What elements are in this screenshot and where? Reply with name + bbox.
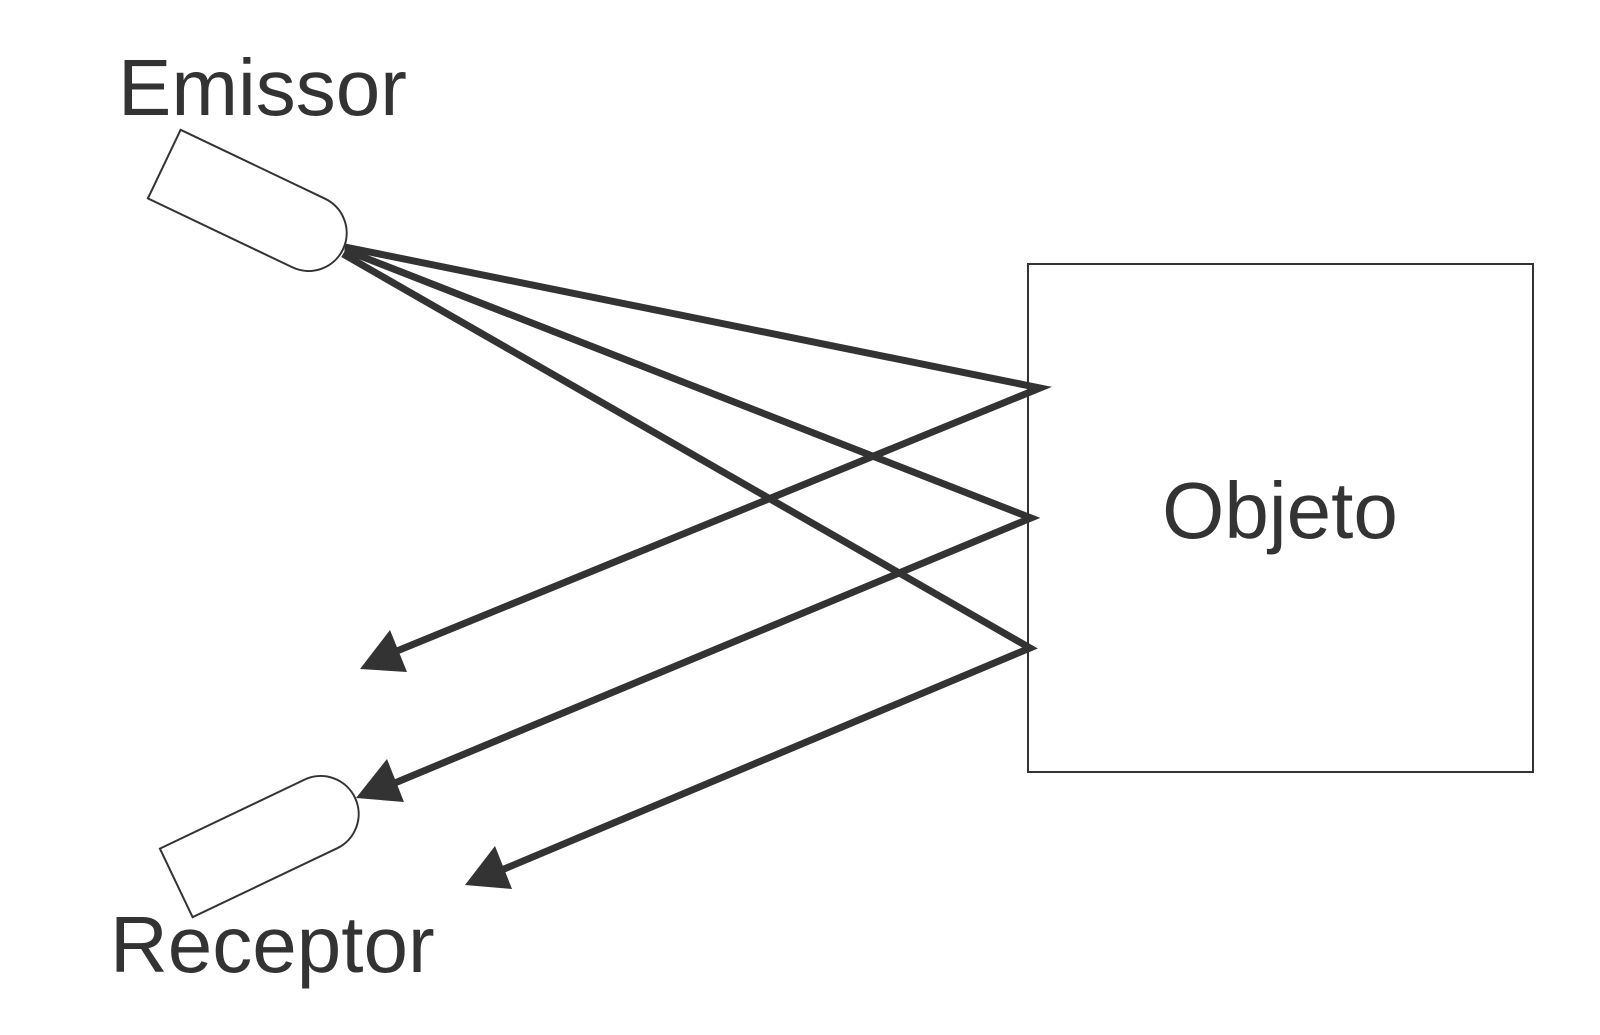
object-box: [1027, 263, 1534, 773]
ray-3: [341, 250, 1038, 876]
ray-2: [343, 246, 1041, 789]
emitter-sensor: [146, 128, 348, 272]
ray-1: [344, 243, 1053, 657]
ray-3-arrowhead: [465, 846, 512, 889]
ray-2-arrowhead: [356, 759, 404, 802]
emitter-label: Emissor: [118, 43, 407, 132]
ray-1-arrowhead: [360, 630, 407, 672]
receiver-sensor: [158, 775, 360, 919]
receiver-label: Receptor: [110, 900, 435, 989]
object-label: Objeto: [1162, 466, 1398, 555]
